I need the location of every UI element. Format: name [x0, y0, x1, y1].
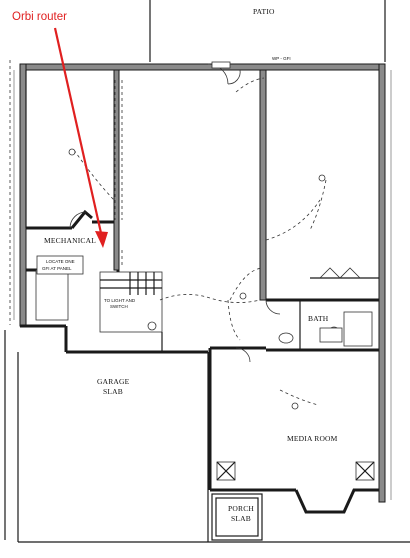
mechanical-room	[26, 69, 120, 321]
bath-fixtures	[278, 311, 373, 347]
callout-arrow-head	[95, 231, 108, 248]
patio-boundary	[149, 0, 386, 62]
media-room-label: MEDIA ROOM	[287, 434, 338, 443]
patio-label: PATIO	[253, 7, 275, 16]
left-grade-lines	[4, 60, 11, 540]
electrical-circuits	[73, 77, 327, 406]
door-swings	[69, 63, 281, 363]
media-room-walls	[210, 461, 379, 514]
gfi-note-line1: LOCATE ONE	[46, 259, 75, 264]
garage-label: GARAGE	[97, 377, 130, 386]
stairs-note-line1: TO LIGHT AND	[104, 298, 136, 303]
porch-slab	[211, 493, 263, 541]
gfi-note-box: LOCATE ONE GFI AT PANEL	[36, 255, 84, 275]
bath-label: BATH	[308, 314, 329, 323]
gfi-note-line2: GFI AT PANEL	[42, 266, 72, 271]
garage-slab-label: SLAB	[103, 387, 123, 396]
orbi-router-label: Orbi router	[12, 11, 67, 23]
porch-slab-label: SLAB	[231, 514, 251, 523]
mechanical-label: MECHANICAL	[44, 236, 96, 245]
electrical-symbols: WP - GFI	[68, 56, 326, 410]
callout-arrow-line	[53, 27, 103, 234]
stairs-note-line2: SWITCH	[110, 304, 128, 309]
orbi-router-callout: Orbi router	[12, 11, 108, 248]
garage-walls	[17, 324, 410, 543]
wp-gfi-marker: WP - GFI	[272, 56, 291, 61]
porch-label: PORCH	[228, 504, 254, 513]
